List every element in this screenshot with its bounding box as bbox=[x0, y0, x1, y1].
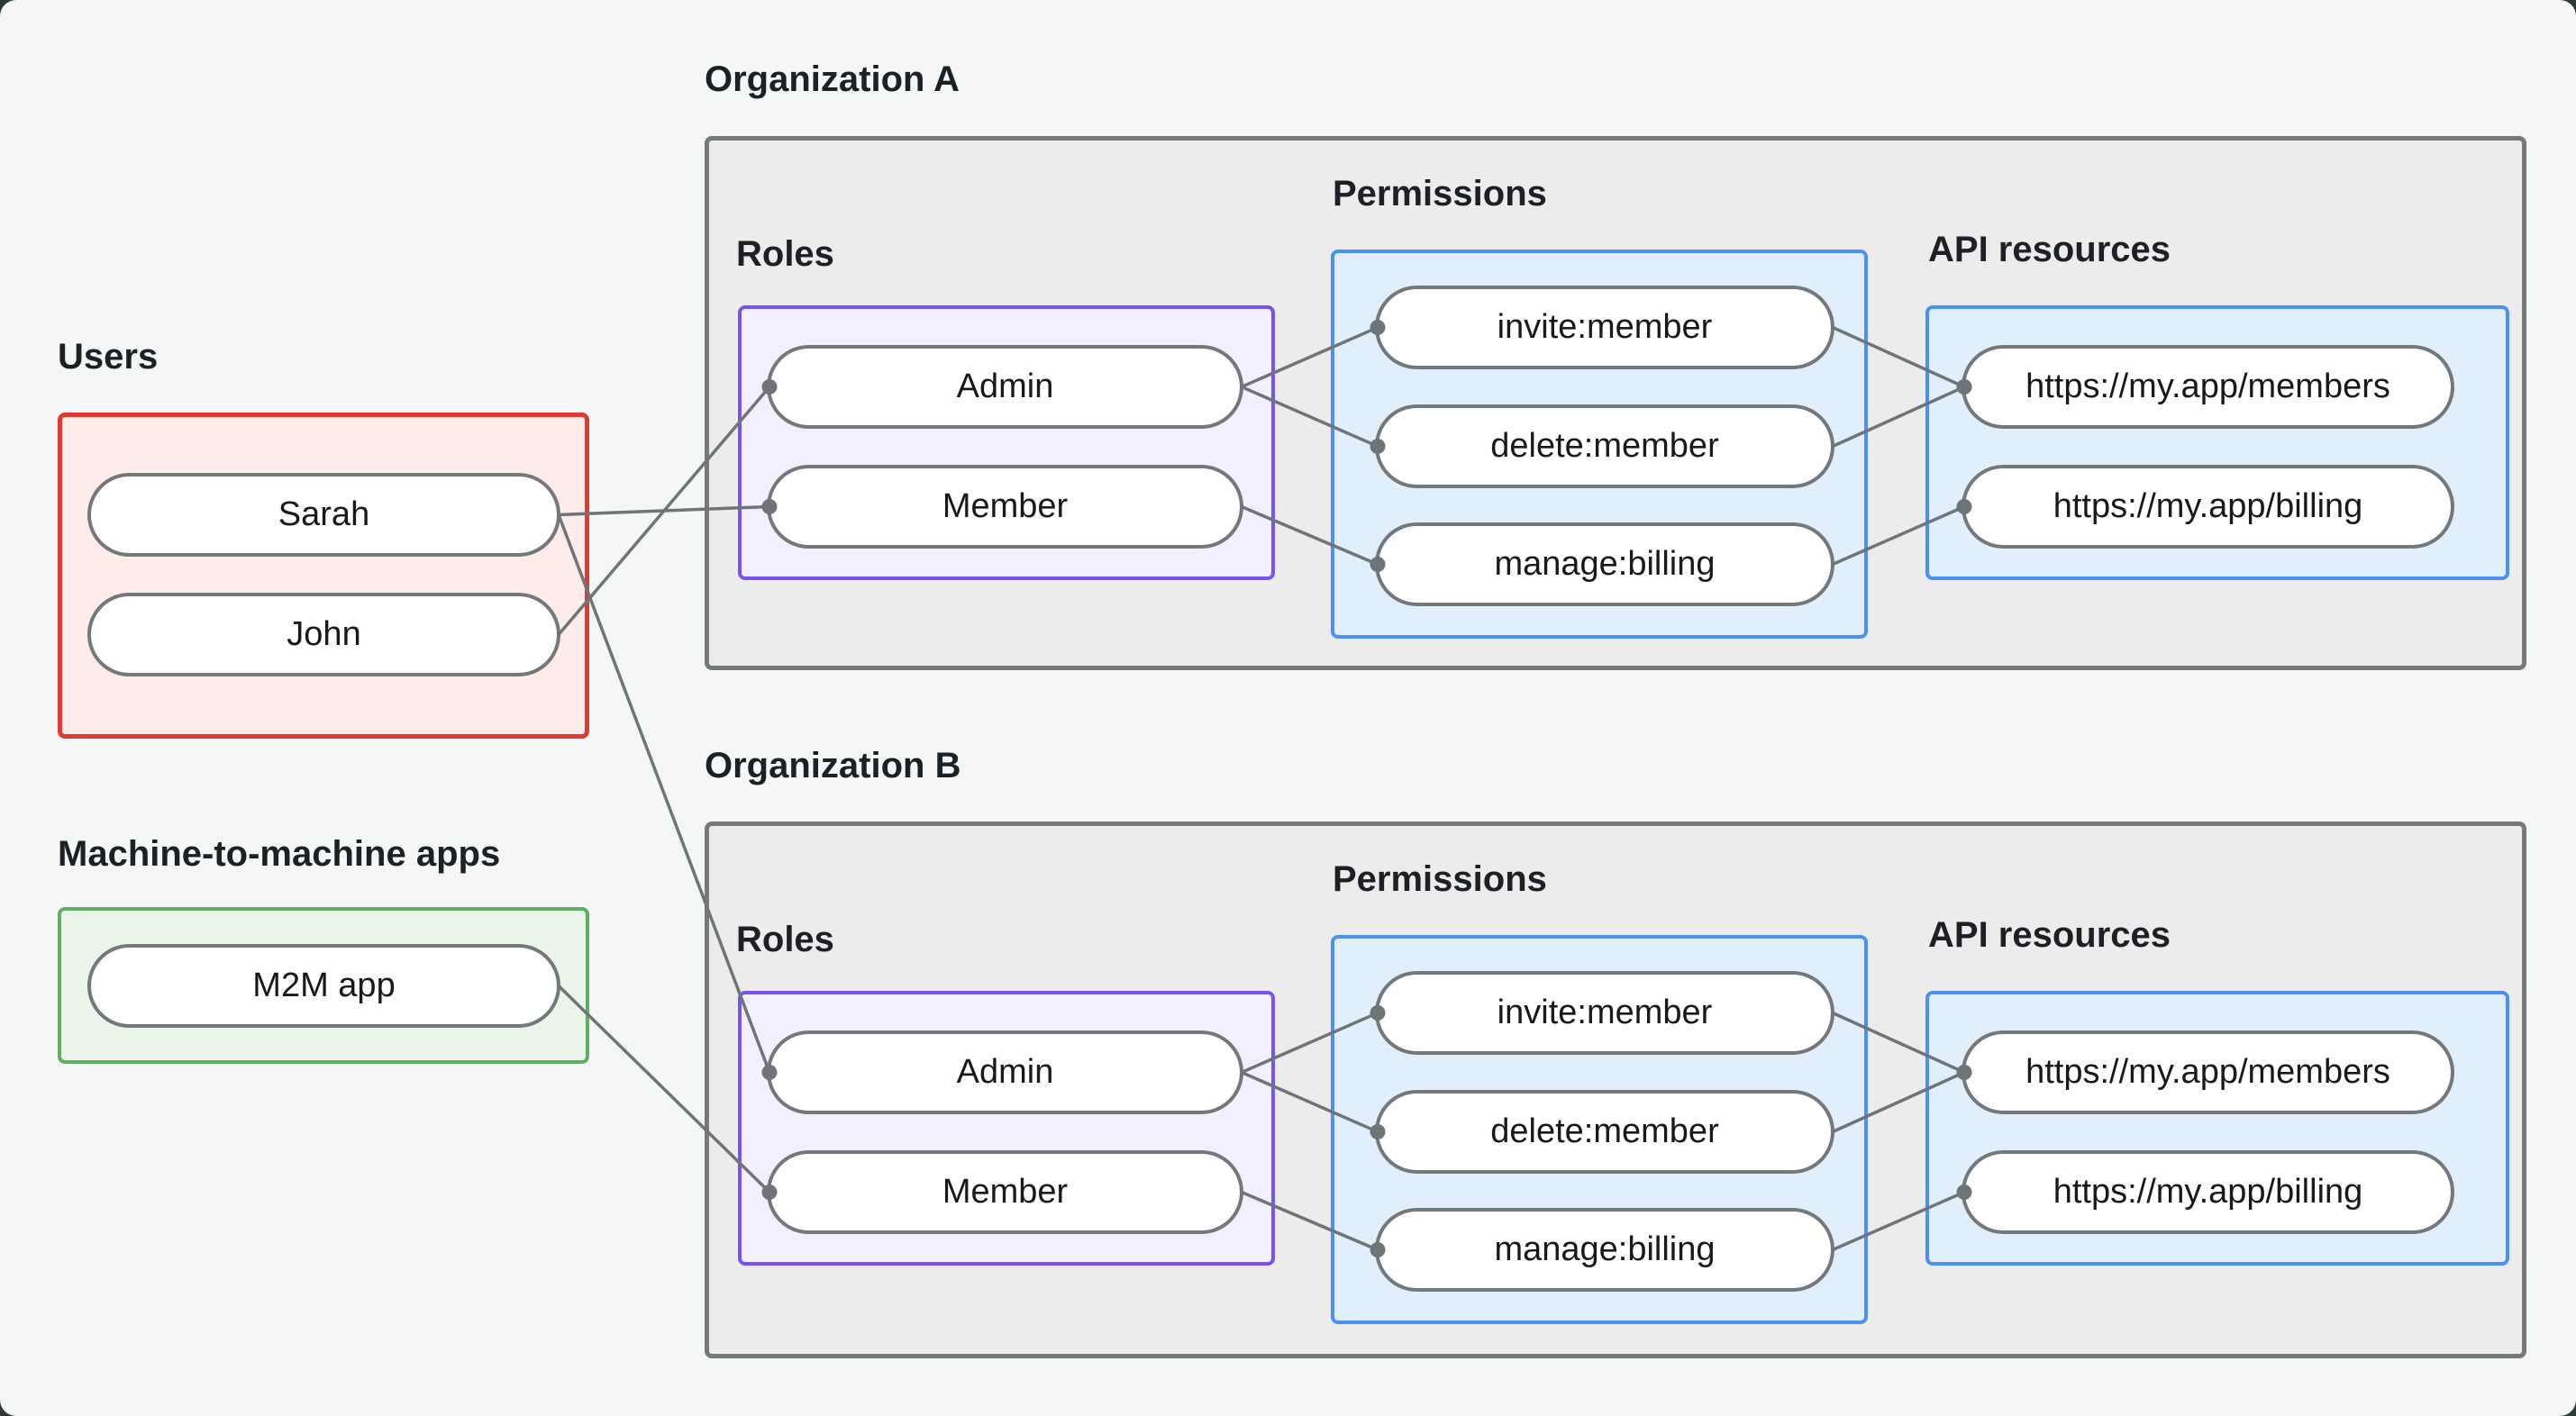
org-b-api-members: https://my.app/members bbox=[1962, 1030, 2454, 1114]
m2m-group-label: Machine-to-machine apps bbox=[58, 834, 501, 874]
org-a-permission-manage-billing: manage:billing bbox=[1375, 522, 1834, 606]
org-b-permissions-label: Permissions bbox=[1333, 859, 1547, 899]
user-node-john: John bbox=[87, 593, 560, 676]
users-group-box bbox=[58, 413, 589, 739]
org-a-api-billing: https://my.app/billing bbox=[1962, 465, 2454, 549]
org-b-api-label: API resources bbox=[1928, 915, 2171, 955]
org-a-permission-delete-member: delete:member bbox=[1375, 404, 1834, 488]
org-b-api-billing: https://my.app/billing bbox=[1962, 1150, 2454, 1234]
org-a-role-admin: Admin bbox=[767, 345, 1243, 429]
user-node-sarah: Sarah bbox=[87, 473, 560, 557]
org-a-api-members: https://my.app/members bbox=[1962, 345, 2454, 429]
users-group-label: Users bbox=[58, 337, 159, 377]
org-b-role-admin: Admin bbox=[767, 1030, 1243, 1114]
org-b-role-member: Member bbox=[767, 1150, 1243, 1234]
m2m-app-node: M2M app bbox=[87, 944, 560, 1028]
org-a-role-member: Member bbox=[767, 465, 1243, 549]
org-b-permission-invite-member: invite:member bbox=[1375, 971, 1834, 1055]
org-a-permissions-label: Permissions bbox=[1333, 174, 1547, 213]
org-a-roles-label: Roles bbox=[736, 234, 834, 274]
org-b-permission-delete-member: delete:member bbox=[1375, 1090, 1834, 1174]
org-a-permission-invite-member: invite:member bbox=[1375, 286, 1834, 369]
org-b-title: Organization B bbox=[705, 746, 961, 785]
org-a-api-label: API resources bbox=[1928, 230, 2171, 269]
org-b-roles-label: Roles bbox=[736, 920, 834, 959]
org-a-title: Organization A bbox=[705, 59, 960, 99]
org-b-permission-manage-billing: manage:billing bbox=[1375, 1208, 1834, 1292]
